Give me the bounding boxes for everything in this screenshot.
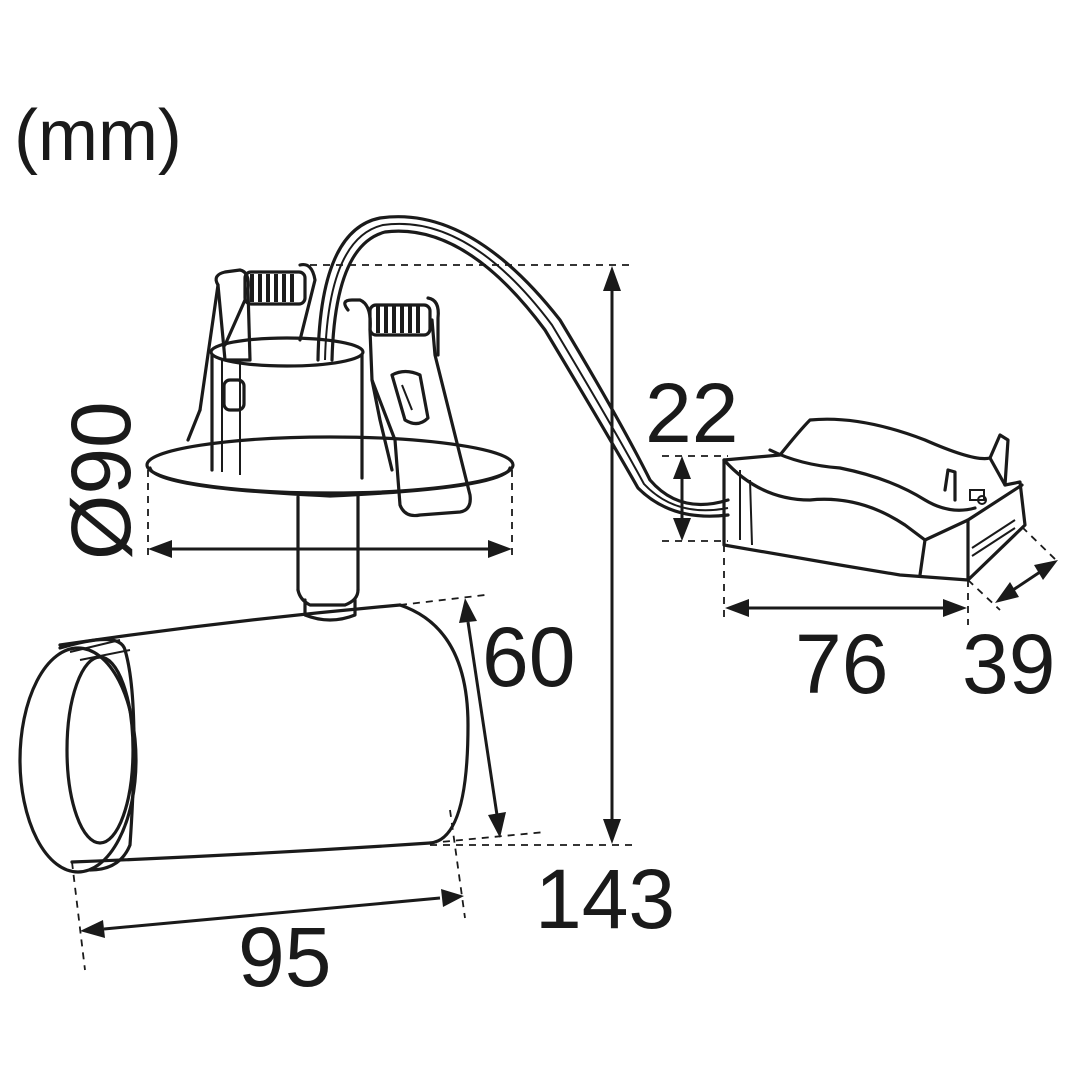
dim-box-height-label: 22	[645, 366, 738, 460]
dim-box-length-label: 76	[795, 617, 888, 711]
dim-cylinder-length-label: 95	[238, 910, 331, 1004]
dim-box-width-label: 39	[962, 617, 1055, 711]
dim-cylinder-diameter-label: 60	[482, 610, 575, 704]
cable	[316, 215, 730, 518]
dim-total-height-label: 143	[535, 852, 675, 946]
spot-cylinder	[18, 603, 470, 874]
driver-box	[722, 417, 1027, 582]
dimension-lines	[71, 264, 1059, 971]
dim-diameter-label: Ø90	[54, 401, 148, 560]
unit-label: (mm)	[14, 96, 182, 176]
mounting-housing	[145, 262, 515, 622]
